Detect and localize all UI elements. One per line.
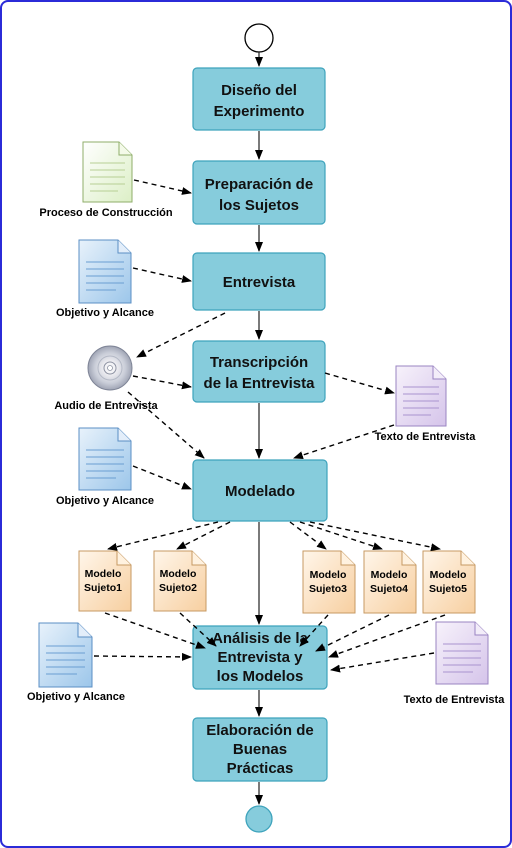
document-icon-objetivo-alcance-2 [78,427,132,491]
document-icon-texto-entrevista-1 [395,365,447,427]
model-doc-3: Modelo Sujeto3 [302,550,356,614]
model-5-line1: Modelo [430,569,467,581]
document-icon-proceso-construccion [82,141,133,203]
step-diseno-line1: Diseño del [221,82,297,99]
step-diseno: Diseño del Experimento [192,67,326,131]
document-icon-objetivo-alcance-3 [38,622,93,688]
model-2-line2: Sujeto2 [159,582,197,594]
step-modelado: Modelado [192,459,328,522]
step-elaboracion-line2: Buenas [233,741,287,758]
dashed-artifact-flows [93,179,446,673]
step-transcripcion: Transcripción de la Entrevista [192,340,326,403]
model-1-line2: Sujeto1 [84,582,122,594]
step-transcripcion-line1: Transcripción [210,354,308,371]
step-elaboracion-line1: Elaboración de [206,722,314,739]
label-texto-entrevista-1: Texto de Entrevista [375,431,477,443]
step-elaboracion: Elaboración de Buenas Prácticas [192,717,328,782]
label-proceso-construccion: Proceso de Construcción [39,207,173,219]
model-doc-2: Modelo Sujeto2 [153,550,207,612]
model-4-line1: Modelo [371,569,408,581]
model-doc-5: Modelo Sujeto5 [422,550,476,614]
model-doc-4: Modelo Sujeto4 [363,550,417,614]
step-preparacion-line2: los Sujetos [219,197,299,214]
label-objetivo-alcance-2: Objetivo y Alcance [56,495,154,507]
model-5-line2: Sujeto5 [429,583,467,595]
label-texto-entrevista-2: Texto de Entrevista [404,694,506,706]
label-objetivo-alcance-3: Objetivo y Alcance [27,691,125,703]
end-node [245,805,273,833]
model-2-line1: Modelo [160,568,197,580]
step-preparacion-line1: Preparación de [205,176,313,193]
step-modelado-line1: Modelado [225,483,295,500]
document-icon-objetivo-alcance-1 [78,239,132,304]
document-icon-texto-entrevista-2 [435,621,489,685]
step-transcripcion-line2: de la Entrevista [204,375,316,392]
step-entrevista-line1: Entrevista [223,274,296,291]
cd-audio-icon [87,345,133,391]
model-4-line2: Sujeto4 [370,583,408,595]
model-3-line2: Sujeto3 [309,583,347,595]
step-diseno-line2: Experimento [214,103,305,120]
step-elaboracion-line3: Prácticas [227,760,294,777]
step-analisis-line2: Entrevista y [217,649,303,666]
model-3-line1: Modelo [310,569,347,581]
model-1-line1: Modelo [85,568,122,580]
start-node [244,23,274,53]
step-preparacion: Preparación de los Sujetos [192,160,326,225]
model-doc-1: Modelo Sujeto1 [78,550,132,612]
label-audio-entrevista: Audio de Entrevista [54,400,158,412]
step-analisis-line1: Análisis de la [212,630,309,647]
label-objetivo-alcance-1: Objetivo y Alcance [56,307,154,319]
step-entrevista: Entrevista [192,252,326,311]
step-analisis: Análisis de la Entrevista y los Modelos [192,625,328,690]
step-analisis-line3: los Modelos [217,668,304,685]
